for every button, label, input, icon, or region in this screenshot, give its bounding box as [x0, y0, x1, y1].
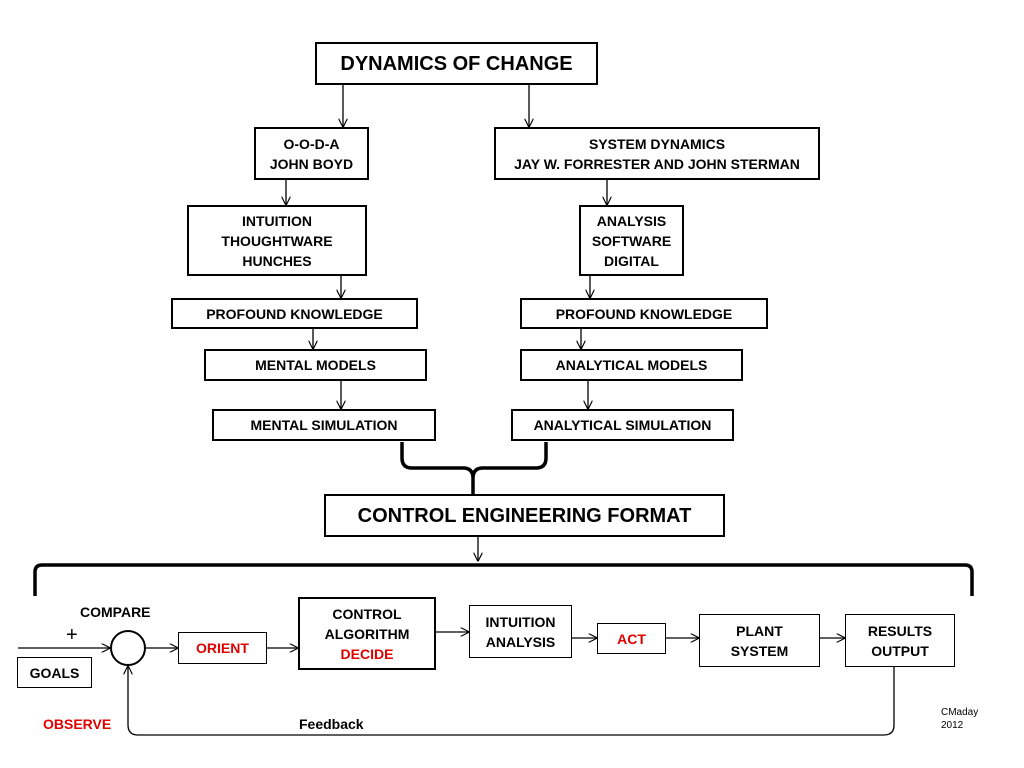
ooda-label: O-O-D-A	[283, 135, 340, 152]
decide-label: DECIDE	[340, 645, 394, 662]
plant-label: PLANT	[736, 622, 783, 639]
system-label: SYSTEM	[730, 642, 789, 659]
hunches-label: HUNCHES	[242, 252, 312, 269]
orient-box: ORIENT	[178, 632, 267, 664]
plus-sign: +	[66, 624, 78, 646]
dynamics-of-change-title: DYNAMICS OF CHANGE	[340, 52, 573, 75]
control-engineering-format-box: CONTROL ENGINEERING FORMAT	[324, 494, 725, 537]
output-label: OUTPUT	[871, 642, 929, 659]
act-box: ACT	[597, 623, 666, 654]
compare-label: COMPARE	[80, 604, 151, 620]
control-algorithm-box: CONTROL ALGORITHM DECIDE	[298, 597, 436, 670]
digital-label: DIGITAL	[604, 252, 659, 269]
results-output-box: RESULTS OUTPUT	[845, 614, 955, 667]
intuition-box: INTUITION THOUGHTWARE HUNCHES	[187, 205, 367, 276]
analytical-simulation-label: ANALYTICAL SIMULATION	[533, 417, 712, 433]
credit-year: 2012	[941, 720, 964, 731]
feedback-label: Feedback	[299, 716, 364, 732]
mental-simulation-box: MENTAL SIMULATION	[212, 409, 436, 441]
feedback-path	[128, 666, 895, 736]
control-engineering-format-label: CONTROL ENGINEERING FORMAT	[357, 504, 692, 527]
analytical-models-label: ANALYTICAL MODELS	[555, 357, 708, 373]
act-label: ACT	[617, 630, 646, 647]
right-profound-knowledge-box: PROFOUND KNOWLEDGE	[520, 298, 768, 329]
results-label: RESULTS	[867, 622, 933, 639]
analysis-box: ANALYSIS SOFTWARE DIGITAL	[579, 205, 684, 276]
left-profound-knowledge-label: PROFOUND KNOWLEDGE	[206, 305, 383, 322]
compare-summing-junction	[110, 630, 146, 666]
john-boyd-label: JOHN BOYD	[269, 155, 354, 172]
analytical-models-box: ANALYTICAL MODELS	[520, 349, 743, 381]
left-profound-knowledge-box: PROFOUND KNOWLEDGE	[171, 298, 418, 329]
analysis-label: ANALYSIS	[596, 212, 667, 229]
observe-label: OBSERVE	[43, 716, 112, 732]
loop-intuition-label: INTUITION	[485, 613, 556, 630]
forrester-sterman-label: JAY W. FORRESTER AND JOHN STERMAN	[514, 155, 800, 172]
merge-brace	[400, 442, 548, 494]
ooda-box: O-O-D-A JOHN BOYD	[254, 127, 369, 180]
control-label: CONTROL	[332, 605, 402, 622]
intuition-analysis-box: INTUITION ANALYSIS	[469, 605, 572, 658]
thoughtware-label: THOUGHTWARE	[221, 232, 333, 249]
mental-models-label: MENTAL MODELS	[255, 357, 376, 373]
mental-models-box: MENTAL MODELS	[204, 349, 427, 381]
right-profound-knowledge-label: PROFOUND KNOWLEDGE	[555, 305, 733, 322]
goals-box: GOALS	[17, 657, 92, 688]
system-dynamics-box: SYSTEM DYNAMICS JAY W. FORRESTER AND JOH…	[494, 127, 820, 180]
orient-label: ORIENT	[196, 640, 249, 656]
goals-label: GOALS	[29, 664, 80, 681]
credit-author: CMaday	[941, 707, 979, 718]
system-dynamics-label: SYSTEM DYNAMICS	[588, 135, 726, 152]
dynamics-of-change-box: DYNAMICS OF CHANGE	[315, 42, 598, 85]
analytical-simulation-box: ANALYTICAL SIMULATION	[511, 409, 734, 441]
mental-simulation-label: MENTAL SIMULATION	[250, 417, 398, 433]
intuition-label: INTUITION	[242, 212, 312, 229]
algorithm-label: ALGORITHM	[324, 625, 410, 642]
loop-bracket	[33, 563, 974, 596]
plant-system-box: PLANT SYSTEM	[699, 614, 820, 667]
software-label: SOFTWARE	[591, 232, 672, 249]
loop-analysis-label: ANALYSIS	[485, 633, 556, 650]
